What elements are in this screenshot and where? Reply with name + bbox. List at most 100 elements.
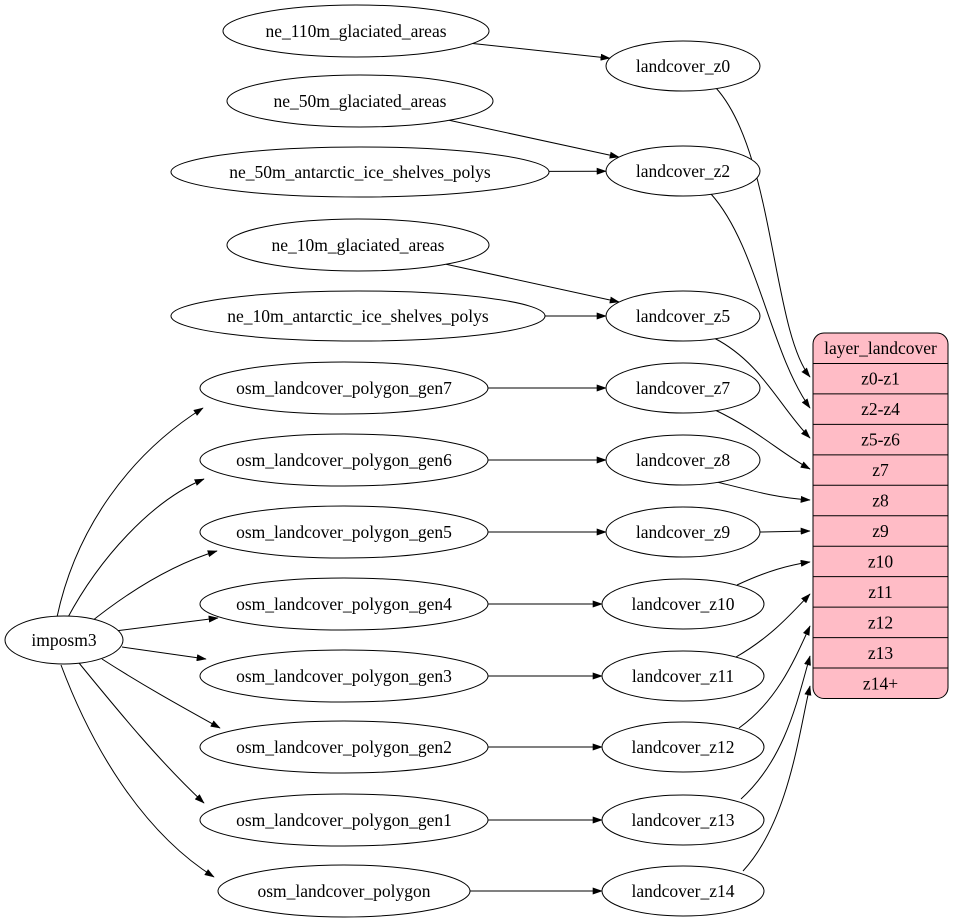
edge-imposm3-to-osm_landcover_polygon_gen7: [56, 407, 204, 618]
node-osm_landcover_polygon-label: osm_landcover_polygon: [257, 881, 430, 901]
node-landcover_z10-shape: [601, 578, 765, 630]
node-landcover_z5-shape: [605, 290, 761, 342]
node-landcover_z14: landcover_z14: [601, 865, 765, 917]
node-osm_landcover_polygon_gen2-label: osm_landcover_polygon_gen2: [236, 737, 452, 757]
record-row-z14+: z14+: [863, 673, 898, 693]
node-landcover_z9-shape: [605, 506, 761, 558]
node-landcover_z0-label: landcover_z0: [636, 56, 731, 76]
node-osm_landcover_polygon-shape: [217, 864, 471, 918]
node-ne_10m_glaciated_areas-shape: [226, 218, 490, 272]
record-row-z7: z7: [872, 460, 889, 480]
node-landcover_z5-label: landcover_z5: [636, 306, 731, 326]
node-landcover_z12-label: landcover_z12: [631, 737, 734, 757]
node-imposm3-label: imposm3: [31, 630, 96, 650]
node-landcover_z2: landcover_z2: [605, 145, 761, 197]
node-landcover_z14-label: landcover_z14: [631, 881, 734, 901]
record-title: layer_landcover: [824, 338, 937, 358]
node-ne_10m_antarctic_ice_shelves_polys: ne_10m_antarctic_ice_shelves_polys: [170, 290, 546, 342]
edge-landcover_z14-to-layer_landcover.z14+: [742, 685, 812, 872]
edge-landcover_z11-to-layer_landcover.z11: [735, 593, 811, 658]
node-osm_landcover_polygon_gen4-label: osm_landcover_polygon_gen4: [236, 594, 452, 614]
edge-imposm3-to-osm_landcover_polygon_gen5: [86, 550, 218, 626]
node-landcover_z11: landcover_z11: [601, 650, 765, 702]
record-row-z8: z8: [872, 491, 889, 511]
node-osm_landcover_polygon_gen5-label: osm_landcover_polygon_gen5: [236, 522, 452, 542]
node-osm_landcover_polygon_gen6-label: osm_landcover_polygon_gen6: [236, 450, 452, 470]
node-landcover_z2-shape: [605, 145, 761, 197]
edge-ne_10m_glaciated_areas-to-landcover_z5: [445, 263, 620, 304]
edge-imposm3-to-osm_landcover_polygon_gen3: [121, 646, 207, 662]
edge-landcover_z7-to-layer_landcover.z7: [714, 409, 811, 470]
node-landcover_z0-shape: [605, 40, 761, 92]
node-osm_landcover_polygon_gen5: osm_landcover_polygon_gen5: [199, 505, 489, 559]
edge-landcover_z9-to-layer_landcover.z9: [759, 527, 811, 535]
edge-imposm3-to-osm_landcover_polygon_gen1: [78, 662, 205, 804]
node-landcover_z10-label: landcover_z10: [631, 594, 734, 614]
node-imposm3-shape: [4, 615, 124, 665]
node-ne_110m_glaciated_areas-label: ne_110m_glaciated_areas: [265, 21, 446, 41]
edge-imposm3-to-osm_landcover_polygon: [60, 664, 215, 878]
record-layer_landcover: layer_landcoverz0-z1z2-z4z5-z6z7z8z9z10z…: [812, 332, 949, 700]
node-landcover_z12-shape: [601, 721, 765, 773]
edges-layer: [56, 43, 812, 895]
node-osm_landcover_polygon_gen1-label: osm_landcover_polygon_gen1: [236, 810, 452, 830]
node-osm_landcover_polygon_gen1: osm_landcover_polygon_gen1: [199, 793, 489, 847]
node-landcover_z7-shape: [605, 362, 761, 414]
node-landcover_z8: landcover_z8: [605, 434, 761, 486]
node-landcover_z9-label: landcover_z9: [636, 522, 731, 542]
node-osm_landcover_polygon_gen7: osm_landcover_polygon_gen7: [199, 361, 489, 415]
nodes-layer: imposm3 ne_110m_glaciated_areas ne_50m_gla…: [4, 4, 765, 918]
edge-landcover_z5-to-layer_landcover.z5-z6: [713, 337, 811, 439]
node-landcover_z13: landcover_z13: [601, 794, 765, 846]
node-landcover_z12: landcover_z12: [601, 721, 765, 773]
edge-imposm3-to-osm_landcover_polygon_gen4: [114, 615, 219, 632]
node-ne_110m_glaciated_areas-shape: [222, 4, 490, 58]
node-ne_10m_antarctic_ice_shelves_polys-label: ne_10m_antarctic_ice_shelves_polys: [227, 306, 489, 326]
edge-landcover_z2-to-layer_landcover.z2-z4: [710, 193, 811, 409]
record-row-z9: z9: [872, 521, 889, 541]
node-imposm3: imposm3: [4, 615, 124, 665]
node-landcover_z14-shape: [601, 865, 765, 917]
node-osm_landcover_polygon_gen2-shape: [199, 720, 489, 774]
edge-imposm3-to-osm_landcover_polygon_gen2: [101, 658, 221, 729]
node-ne_50m_glaciated_areas: ne_50m_glaciated_areas: [226, 74, 494, 128]
node-landcover_z0: landcover_z0: [605, 40, 761, 92]
edge-landcover_z8-to-layer_landcover.z8: [716, 481, 811, 503]
node-osm_landcover_polygon_gen4: osm_landcover_polygon_gen4: [199, 577, 489, 631]
record-row-z5-z6: z5-z6: [861, 430, 900, 450]
node-ne_50m_antarctic_ice_shelves_polys-label: ne_50m_antarctic_ice_shelves_polys: [229, 162, 491, 182]
edge-landcover_z13-to-layer_landcover.z13: [740, 655, 811, 800]
node-osm_landcover_polygon: osm_landcover_polygon: [217, 864, 471, 918]
node-ne_50m_glaciated_areas-label: ne_50m_glaciated_areas: [274, 91, 447, 111]
node-ne_110m_glaciated_areas: ne_110m_glaciated_areas: [222, 4, 490, 58]
node-landcover_z9: landcover_z9: [605, 506, 761, 558]
record-row-z13: z13: [868, 643, 894, 663]
edge-landcover_z0-to-layer_landcover.z0-z1: [715, 87, 811, 378]
node-landcover_z13-shape: [601, 794, 765, 846]
node-ne_50m_antarctic_ice_shelves_polys: ne_50m_antarctic_ice_shelves_polys: [170, 146, 550, 198]
node-osm_landcover_polygon_gen6: osm_landcover_polygon_gen6: [199, 433, 489, 487]
node-osm_landcover_polygon_gen7-label: osm_landcover_polygon_gen7: [236, 378, 452, 398]
node-ne_10m_glaciated_areas: ne_10m_glaciated_areas: [226, 218, 490, 272]
node-osm_landcover_polygon_gen7-shape: [199, 361, 489, 415]
node-landcover_z8-shape: [605, 434, 761, 486]
node-osm_landcover_polygon_gen3-shape: [199, 649, 489, 703]
record-row-z12: z12: [868, 612, 893, 632]
node-ne_10m_glaciated_areas-label: ne_10m_glaciated_areas: [272, 235, 445, 255]
node-landcover_z7-label: landcover_z7: [636, 378, 731, 398]
edge-landcover_z10-to-layer_landcover.z10: [736, 559, 811, 586]
edge-imposm3-to-osm_landcover_polygon_gen6: [66, 478, 205, 620]
record-layer: layer_landcoverz0-z1z2-z4z5-z6z7z8z9z10z…: [812, 332, 949, 700]
node-landcover_z7: landcover_z7: [605, 362, 761, 414]
node-ne_50m_glaciated_areas-shape: [226, 74, 494, 128]
node-osm_landcover_polygon_gen4-shape: [199, 577, 489, 631]
record-row-z2-z4: z2-z4: [861, 399, 900, 419]
node-osm_landcover_polygon_gen5-shape: [199, 505, 489, 559]
node-osm_landcover_polygon_gen2: osm_landcover_polygon_gen2: [199, 720, 489, 774]
node-landcover_z8-label: landcover_z8: [636, 450, 731, 470]
node-landcover_z5: landcover_z5: [605, 290, 761, 342]
node-osm_landcover_polygon_gen3: osm_landcover_polygon_gen3: [199, 649, 489, 703]
node-landcover_z2-label: landcover_z2: [636, 161, 730, 181]
